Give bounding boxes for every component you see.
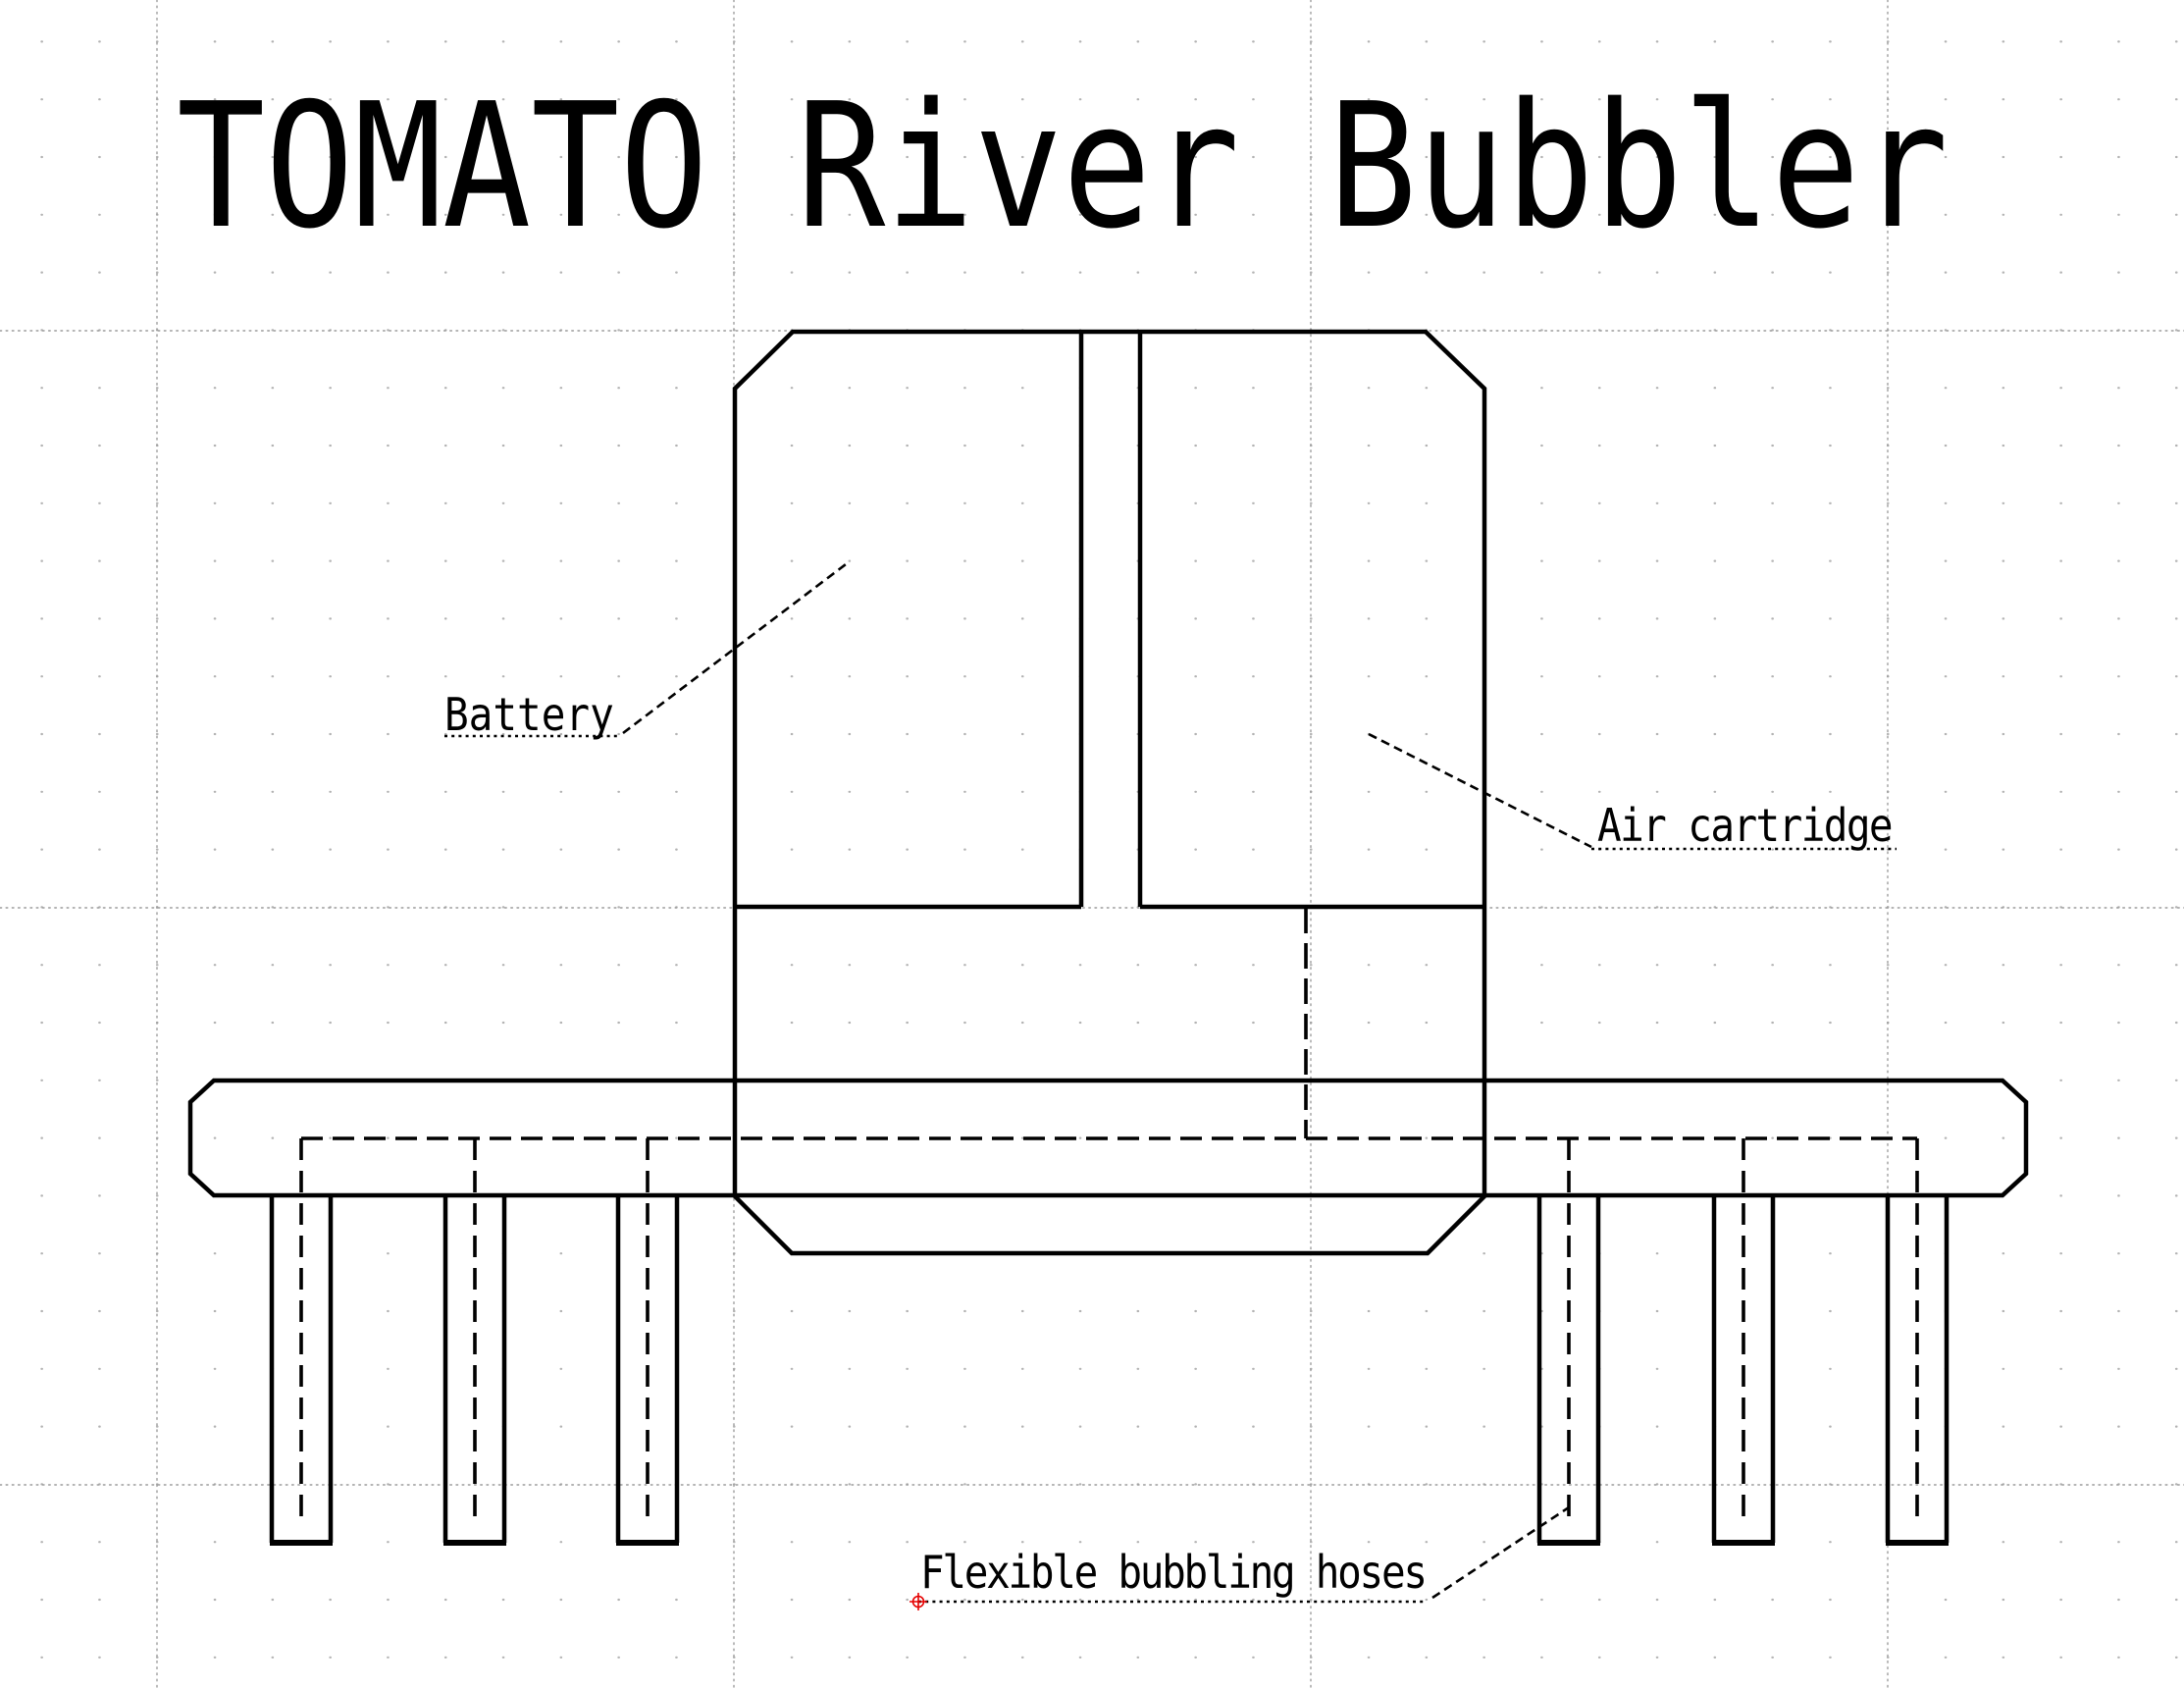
air-cartridge-leader-line[interactable]	[1368, 732, 1592, 849]
pump-body-outline[interactable]	[732, 329, 1487, 1256]
hose-leg-4[interactable]	[1536, 1195, 1601, 1543]
hose-leg-2[interactable]	[442, 1195, 507, 1543]
battery-leader-line[interactable]	[622, 559, 851, 735]
origin-marker-cross	[910, 1593, 927, 1610]
hose-leg-1[interactable]	[269, 1195, 334, 1543]
air-cartridge-label[interactable]: Air cartridge	[1597, 799, 1894, 852]
solid-geometry	[187, 329, 2029, 1546]
annotation-leaders	[444, 559, 1897, 1604]
hidden-lines	[299, 908, 1919, 1527]
origin-marker-icon[interactable]	[910, 1593, 927, 1610]
battery-label[interactable]: Battery	[444, 688, 614, 741]
hose-leg-3[interactable]	[615, 1195, 680, 1543]
manifold-bar-outline[interactable]	[187, 1078, 2029, 1198]
drawing-title[interactable]: TOMATO River Bubbler	[177, 67, 1949, 267]
hose-leg-6[interactable]	[1885, 1195, 1950, 1543]
hoses-label[interactable]: Flexible bubbling hoses	[920, 1546, 1428, 1599]
hose-leg-5[interactable]	[1711, 1195, 1776, 1543]
hoses-leader-line[interactable]	[1431, 1505, 1570, 1600]
